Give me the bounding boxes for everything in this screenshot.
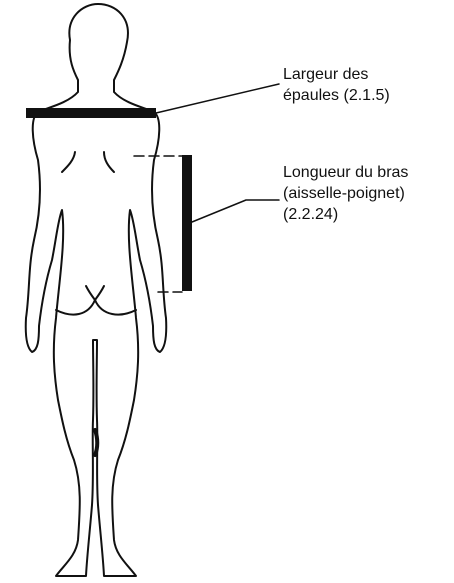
shoulder-width-label-line1: Largeur des (283, 64, 390, 85)
buttocks-line-left (56, 300, 95, 315)
arm-length-label-line1: Longueur du bras (283, 162, 408, 183)
buttocks-top-right (95, 286, 104, 300)
buttocks-line-right (95, 300, 136, 315)
shoulder-width-bar (26, 108, 156, 118)
shoulder-width-label: Largeur des épaules (2.1.5) (283, 64, 390, 106)
arm-length-label-line3: (2.2.24) (283, 204, 408, 225)
shoulder-width-leader-line (156, 84, 279, 113)
body-outline (26, 4, 167, 576)
buttocks-top-left (86, 286, 95, 300)
arm-length-bar (182, 155, 192, 291)
arm-length-leader-line (192, 200, 279, 222)
shoulder-width-label-line2: épaules (2.1.5) (283, 85, 390, 106)
knee-mark (95, 430, 97, 455)
left-shoulder-blade-mark (62, 152, 75, 172)
arm-length-label-line2: (aisselle-poignet) (283, 183, 408, 204)
right-shoulder-blade-mark (104, 152, 114, 172)
arm-length-label: Longueur du bras (aisselle-poignet) (2.2… (283, 162, 408, 225)
